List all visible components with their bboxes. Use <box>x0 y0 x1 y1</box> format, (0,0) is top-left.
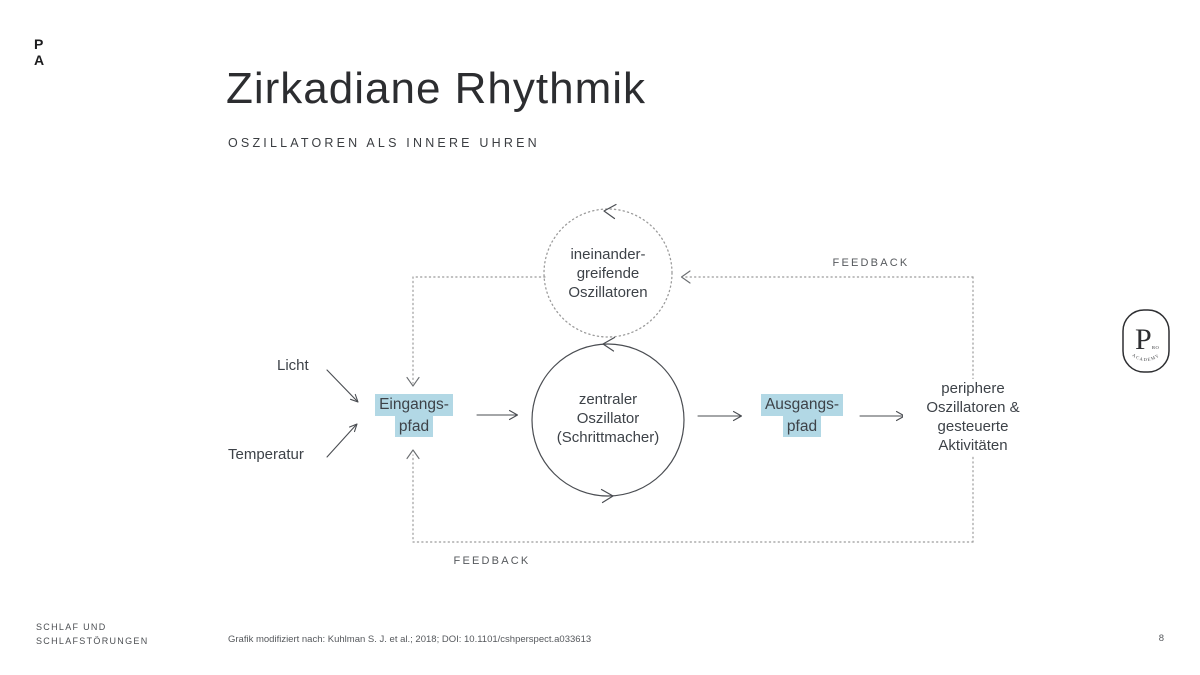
deck-logo-letter-a: A <box>34 52 45 68</box>
temperature-arrow <box>326 423 358 458</box>
deck-logo: P A <box>34 36 45 68</box>
footer-citation: Grafik modifiziert nach: Kuhlman S. J. e… <box>228 634 592 645</box>
input-to-central-arrow <box>476 409 519 421</box>
light-arrow <box>326 369 359 403</box>
badge-letter: P <box>1135 323 1152 356</box>
page-number: 8 <box>1158 633 1164 644</box>
badge-arc-text: ACADEMY <box>1131 353 1160 363</box>
badge-outline <box>1122 309 1170 373</box>
input-path-line2: pfad <box>394 415 434 437</box>
feedback-top-label: FEEDBACK <box>832 257 910 269</box>
output-path-label: Ausgangs- pfad <box>737 394 867 437</box>
central-oscillator-label: zentraler Oszillator (Schrittmacher) <box>556 391 660 446</box>
output-path-line1: Ausgangs- <box>760 394 844 416</box>
input-path-line1: Eingangs- <box>375 394 453 416</box>
page-title: Zirkadiane Rhythmik <box>226 64 647 113</box>
page-subtitle: OSZILLATOREN ALS INNERE UHREN <box>228 136 540 150</box>
feedback-path-bottom <box>412 454 974 543</box>
feedback-bottom-label: FEEDBACK <box>453 555 531 567</box>
interlocking-cycle-arrow-icon <box>603 203 617 220</box>
output-path-line2: pfad <box>782 415 822 437</box>
deck-logo-letter-p: P <box>34 36 44 52</box>
central-cycle-arrow-top-icon <box>602 336 616 352</box>
central-cycle-arrow-bottom-icon <box>600 488 614 504</box>
feedback-path-circle-to-input <box>412 276 546 384</box>
footer-topic-line1: SCHLAF UND <box>36 622 107 632</box>
badge-small-text: RO <box>1152 345 1160 350</box>
input-light-label: Licht <box>277 357 309 374</box>
peripheral-oscillators-label: periphere Oszillatoren & gesteuerte Akti… <box>903 379 1043 455</box>
academy-badge: P RO ACADEMY <box>1122 309 1170 373</box>
feedback-arrowhead-down-icon <box>406 376 420 387</box>
feedback-arrowhead-up-icon <box>406 449 420 460</box>
feedback-arrowhead-left-icon <box>680 270 691 284</box>
interlocking-oscillators-circle <box>543 208 673 338</box>
input-path-label: Eingangs- pfad <box>349 394 479 437</box>
interlocking-oscillators-label: ineinander- greifende Oszillatoren <box>568 246 648 301</box>
input-temperature-label: Temperatur <box>228 446 304 463</box>
footer-topic-line2: SCHLAFSTÖRUNGEN <box>36 636 149 646</box>
footer-topic: SCHLAF UND SCHLAFSTÖRUNGEN <box>36 620 149 648</box>
central-oscillator-circle <box>531 343 685 497</box>
central-to-output-arrow <box>697 410 743 422</box>
